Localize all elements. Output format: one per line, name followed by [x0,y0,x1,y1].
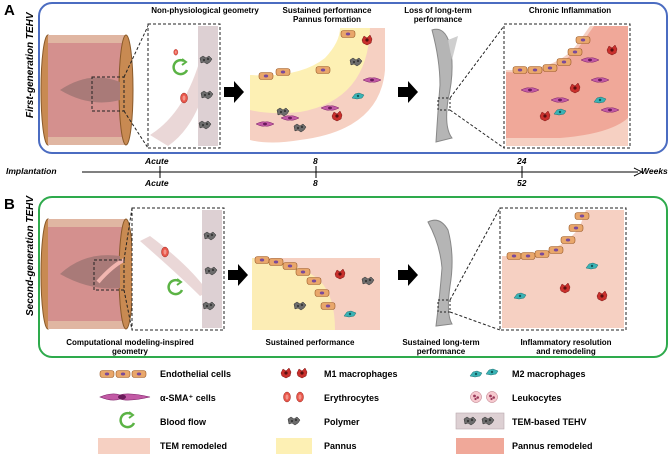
m1-macrophage-icon [280,367,308,379]
panel-b-zoom-geometry [131,207,225,331]
panel-b-explant-image [427,219,453,327]
panel-b-caption-4b: and remodeling [536,347,596,356]
endothelial-cells-icon [99,370,147,378]
timeline-tick-bottom-52: 52 [517,178,527,188]
timeline-tick-bottom-acute: Acute [145,178,169,188]
panel-a-pannus-tissue [250,28,385,143]
legend-label-erythrocytes: Erythrocytes [324,393,380,403]
legend: Endothelial cells M1 macrophages M2 macr… [0,364,672,464]
legend-label-asma: α-SMA⁺ cells [160,393,216,403]
legend-label-endothelial: Endothelial cells [160,369,232,379]
timeline-tick-bottom-8: 8 [313,178,318,188]
timeline-end-label: Weeks [641,166,668,176]
legend-label-polymer: Polymer [324,417,360,427]
legend-label-leukocytes: Leukocytes [512,393,562,403]
panel-b-valve-conduit [40,218,134,330]
panel-a-frame [38,2,668,154]
legend-label-blood-flow: Blood flow [160,417,206,427]
panel-a-caption-3a: Loss of long-term [404,6,472,15]
panel-b-caption-3a: Sustained long-term [402,338,480,347]
panel-b-frame [38,196,668,358]
panel-b-caption-1b: geometry [111,347,148,356]
panel-a-illustration [40,23,631,149]
polymer-icon [287,416,301,426]
timeline-tick-top-24: 24 [517,156,527,166]
panel-b-resolution-zoom [499,207,627,331]
panel-a-caption-1: Non-physiological geometry [151,6,259,15]
panel-a-caption-2b: Pannus formation [292,15,361,24]
panel-a-explant-image [431,28,458,143]
panel-a-caption-3b: performance [413,15,463,24]
panel-a-caption-4: Chronic Inflammation [528,6,612,15]
timeline-tick-top-acute: Acute [145,156,169,166]
pannus-remodeled-swatch [456,438,504,454]
legend-label-pannus: Pannus [324,441,357,451]
panel-a-caption-2a: Sustained performance [282,6,372,15]
tem-tehv-icon [455,412,505,430]
tem-remodeled-swatch [98,438,150,454]
panel-a-inflammation-zoom [503,23,631,149]
legend-label-tem-remodeled: TEM remodeled [160,441,228,451]
legend-label-pannus-remodeled: Pannus remodeled [512,441,593,451]
leukocyte-icon [470,391,498,403]
panel-b-illustration [40,207,627,331]
legend-label-m1: M1 macrophages [324,369,398,379]
legend-label-tem-tehv: TEM-based TEHV [512,417,587,427]
panel-a-zoom-geometry [147,23,221,149]
panel-a-letter: A [4,2,15,19]
timeline-tick-top-8: 8 [313,156,318,166]
panel-b-caption-3b: performance [416,347,466,356]
m2-macrophage-icon [469,368,499,378]
timeline-start-label: Implantation [6,166,57,176]
timeline-axis [82,166,644,178]
panel-b-caption-1a: Computational modeling-inspired [66,338,194,347]
legend-label-m2: M2 macrophages [512,369,586,379]
erythrocyte-icon [283,391,304,403]
panel-b-letter: B [4,196,15,213]
panel-b-caption-4a: Inflammatory resolution [520,338,612,347]
asma-cell-icon [99,393,151,401]
pannus-swatch [276,438,312,454]
panel-a-valve-conduit [40,34,134,146]
blood-flow-icon [119,410,136,429]
panel-b-sustained-tissue [252,256,380,330]
panel-b-caption-2: Sustained performance [265,338,355,347]
